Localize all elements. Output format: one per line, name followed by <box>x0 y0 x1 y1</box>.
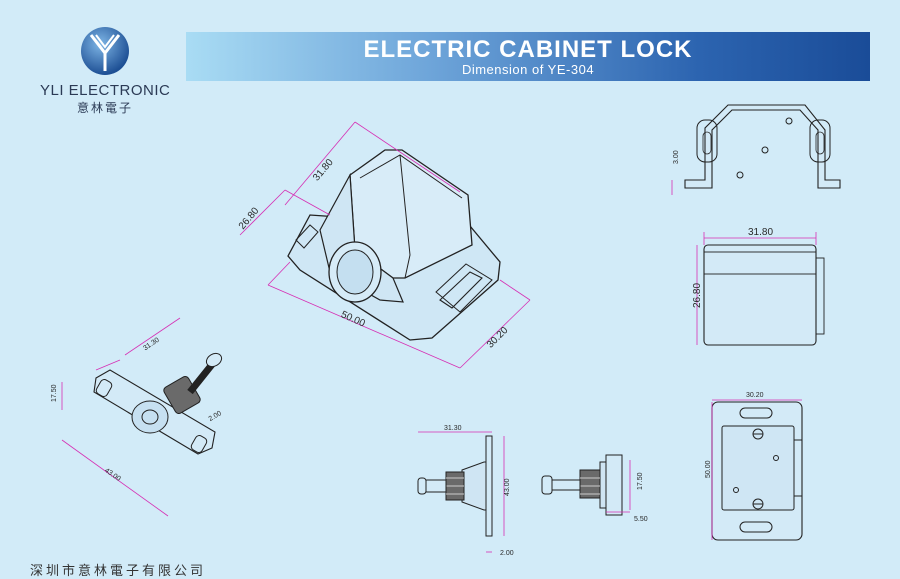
page-title: ELECTRIC CABINET LOCK <box>363 36 693 63</box>
plunger-isometric-view: 31.30 17.50 2.00 43.00 <box>51 317 223 517</box>
bracket-side-view: 3.00 <box>671 104 841 195</box>
bracket-dim-height: 3.00 <box>673 150 680 164</box>
side1-dim-thickness: 2.00 <box>500 550 514 557</box>
plunger-dim-height: 17.50 <box>51 384 58 402</box>
footer-company-name: 深圳市意林電子有限公司 <box>30 564 207 579</box>
iso-dim-width: 30.20 <box>485 325 511 351</box>
front-dim-width: 31.80 <box>748 227 773 238</box>
lock-bottom-view: 30.20 50.00 <box>705 392 803 541</box>
side2-dim-offset: 5.50 <box>634 516 648 523</box>
plunger-dim-base: 43.00 <box>103 467 122 483</box>
lock-front-view: 31.80 26.80 <box>692 227 825 346</box>
bottom-dim-width: 30.20 <box>746 392 764 399</box>
iso-dim-length: 50.00 <box>339 309 367 329</box>
bottom-dim-height: 50.00 <box>705 460 712 478</box>
plunger-side-view-2: 17.50 5.50 <box>541 454 648 523</box>
iso-dim-left: 26.80 <box>237 205 262 232</box>
page-subtitle: Dimension of YE-304 <box>461 62 595 77</box>
plunger-dim-length: 31.30 <box>142 337 161 353</box>
side2-dim-height: 17.50 <box>637 472 644 490</box>
side1-dim-length: 31.30 <box>444 425 462 432</box>
brand-name: YLI ELECTRONIC <box>40 82 171 99</box>
plunger-side-view-1: 31.30 43.00 2.00 <box>417 425 514 557</box>
brand-name-cn: 意林電子 <box>76 101 133 115</box>
side1-dim-height: 43.00 <box>504 478 511 496</box>
yli-logo-icon <box>81 27 129 75</box>
company-logo: YLI ELECTRONIC 意林電子 <box>40 25 170 116</box>
lock-isometric-view: 31.80 26.80 50.00 30.20 <box>237 121 531 369</box>
plunger-dim-thickness: 2.00 <box>208 410 223 423</box>
title-banner: ELECTRIC CABINET LOCK Dimension of YE-30… <box>186 32 870 81</box>
front-dim-height: 26.80 <box>692 283 703 308</box>
